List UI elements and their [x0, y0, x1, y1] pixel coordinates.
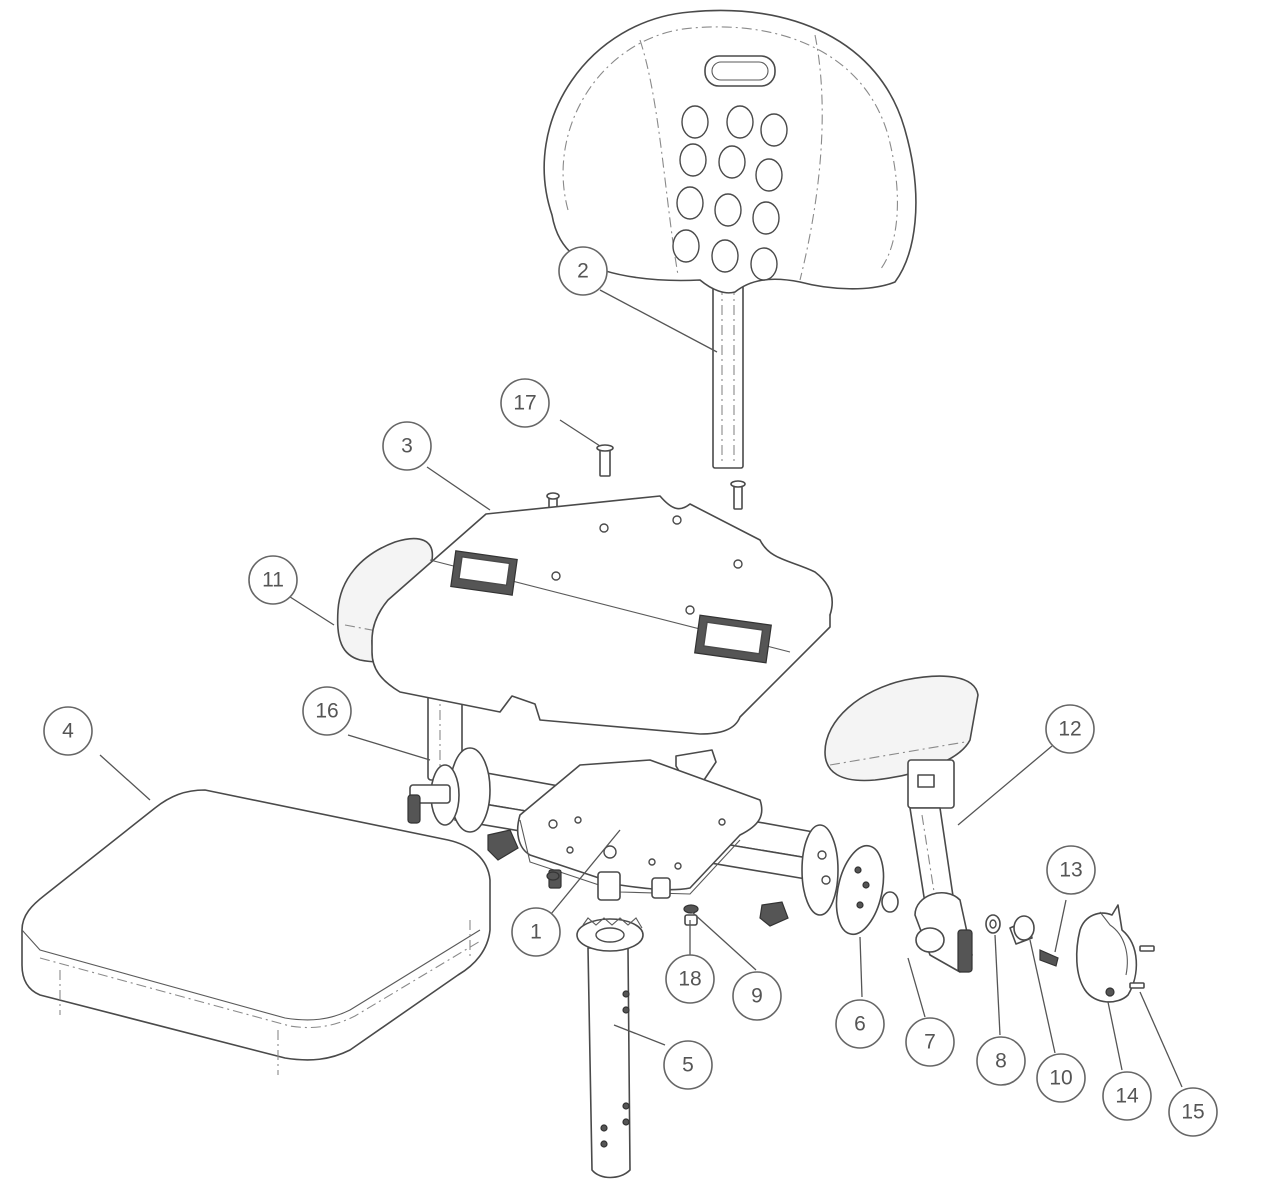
balloon-9-label: 9 [751, 985, 763, 1008]
seat-cushion [21, 789, 491, 1075]
spacer [881, 891, 899, 913]
balloon-17-label: 17 [513, 392, 536, 415]
balloon-2-label: 2 [577, 260, 589, 283]
balloon-11-label: 11 [262, 569, 284, 592]
post-tube [576, 917, 644, 1179]
balloon-12: 12 [1045, 704, 1095, 754]
balloon-13: 13 [1046, 845, 1096, 895]
balloon-5: 5 [663, 1040, 713, 1090]
balloon-18: 18 [665, 954, 715, 1004]
balloon-15-label: 15 [1181, 1101, 1204, 1124]
balloon-4: 4 [43, 706, 93, 756]
balloon-5-label: 5 [682, 1054, 694, 1077]
balloon-3: 3 [382, 421, 432, 471]
small-screws [1129, 945, 1155, 989]
seat-plate [371, 495, 833, 735]
right-armrest [824, 675, 979, 973]
balloon-7-label: 7 [924, 1031, 936, 1054]
balloon-1-label: 1 [530, 921, 542, 944]
leader-lines [99, 289, 1183, 1088]
balloon-14-label: 14 [1115, 1085, 1139, 1108]
balloon-11: 11 [248, 555, 298, 605]
balloon-7: 7 [905, 1017, 955, 1067]
small-hardware [985, 914, 1059, 967]
balloon-18-label: 18 [678, 968, 701, 991]
balloon-16-label: 16 [315, 700, 338, 723]
balloon-8-label: 8 [995, 1050, 1007, 1073]
balloon-2: 2 [558, 246, 608, 296]
balloon-8: 8 [976, 1036, 1026, 1086]
round-plate [835, 844, 885, 936]
balloon-6-label: 6 [854, 1013, 866, 1036]
balloon-16: 16 [302, 686, 352, 736]
balloon-10-label: 10 [1049, 1067, 1072, 1090]
balloon-14: 14 [1102, 1071, 1152, 1121]
nut-and-washer [546, 871, 699, 926]
balloon-9: 9 [732, 971, 782, 1021]
backrest [543, 9, 917, 469]
end-cap [1075, 904, 1138, 1003]
balloon-6: 6 [835, 999, 885, 1049]
balloon-1: 1 [511, 907, 561, 957]
balloon-12-label: 12 [1058, 718, 1081, 741]
balloon-3-label: 3 [401, 435, 413, 458]
balloon-4-label: 4 [62, 720, 74, 743]
mounting-plate [516, 759, 763, 901]
balloon-17: 17 [500, 378, 550, 428]
balloon-15: 15 [1168, 1087, 1218, 1137]
balloon-10: 10 [1036, 1053, 1086, 1103]
balloon-13-label: 13 [1059, 859, 1082, 882]
